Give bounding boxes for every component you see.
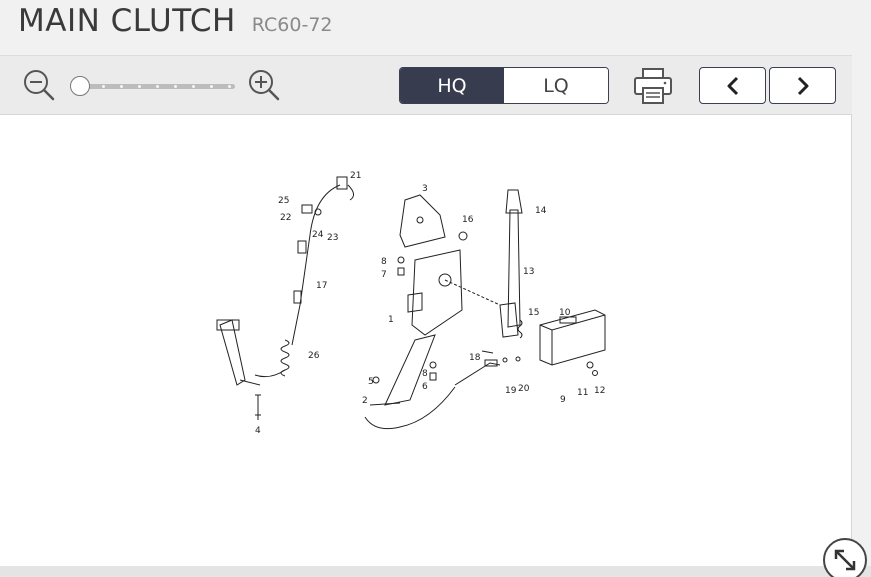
zoom-in-icon[interactable] [247, 68, 281, 102]
quality-toggle: HQ LQ [399, 67, 609, 104]
box-9 [539, 309, 606, 366]
next-page-button[interactable] [769, 67, 836, 104]
cable-17 [291, 184, 341, 346]
callout-7: 7 [381, 270, 387, 280]
cover-10 [559, 316, 577, 324]
lower-cable [364, 386, 456, 430]
prev-page-button[interactable] [699, 67, 766, 104]
callout-17: 17 [316, 281, 327, 291]
toolbar: HQ LQ [0, 55, 852, 115]
callout-26: 26 [308, 351, 320, 361]
page-title: MAIN CLUTCH [18, 3, 236, 39]
expand-button[interactable] [823, 538, 867, 577]
callout-14: 14 [535, 206, 547, 216]
bottom-strip [0, 566, 871, 577]
knob-14 [505, 189, 523, 214]
callout-23: 23 [327, 233, 338, 243]
pedal-arm-2 [384, 334, 436, 406]
callout-22: 22 [280, 213, 291, 223]
spring-15 [517, 319, 523, 339]
callout-15: 15 [528, 308, 539, 318]
callout-1: 1 [388, 315, 394, 325]
expand-arrows-icon [834, 549, 856, 571]
callout-5: 5 [368, 377, 374, 387]
pedal-lever [219, 319, 246, 386]
zoom-slider[interactable] [70, 76, 235, 96]
model-code: RC60-72 [251, 14, 333, 36]
cable-end-fitting [297, 240, 307, 254]
chevron-right-icon [797, 76, 808, 95]
zoom-slider-thumb[interactable] [70, 76, 90, 96]
chevron-left-icon [727, 76, 738, 95]
callout-3: 3 [422, 184, 428, 194]
plate-3 [399, 194, 446, 248]
callout-12: 12 [594, 386, 605, 396]
callout-13: 13 [523, 267, 534, 277]
callout-11: 11 [577, 388, 588, 398]
bracket-1 [411, 249, 463, 336]
spring-26 [280, 339, 290, 377]
diagram-viewer[interactable]: 21 25 22 24 23 3 16 14 8 7 13 17 1 15 10… [0, 115, 852, 566]
callout-24: 24 [312, 230, 324, 240]
callout-18: 18 [469, 353, 481, 363]
callout-10: 10 [559, 308, 571, 318]
printer-icon[interactable] [632, 66, 674, 106]
callout-19: 19 [505, 386, 517, 396]
callout-20: 20 [518, 384, 530, 394]
lever-13 [507, 209, 521, 328]
callout-4: 4 [255, 426, 261, 436]
quality-hq-button[interactable]: HQ [400, 68, 504, 103]
callout-9: 9 [560, 395, 566, 405]
zoom-out-icon[interactable] [22, 68, 56, 102]
callout-8-upper: 8 [381, 257, 387, 267]
title-bar: MAIN CLUTCH RC60-72 [18, 0, 333, 50]
quality-lq-button[interactable]: LQ [504, 68, 608, 103]
callout-6: 6 [422, 382, 428, 392]
rod-4 [255, 394, 261, 420]
callout-16: 16 [462, 215, 474, 225]
callout-25: 25 [278, 196, 289, 206]
callout-8-lower: 8 [422, 369, 428, 379]
callout-21: 21 [350, 171, 361, 181]
callout-2: 2 [362, 396, 368, 406]
zoom-slider-ticks [84, 85, 231, 88]
clamp-21 [336, 176, 348, 190]
bracket-22 [301, 204, 313, 214]
parts-diagram: 21 25 22 24 23 3 16 14 8 7 13 17 1 15 10… [216, 171, 606, 436]
bolt-23 [314, 208, 322, 216]
